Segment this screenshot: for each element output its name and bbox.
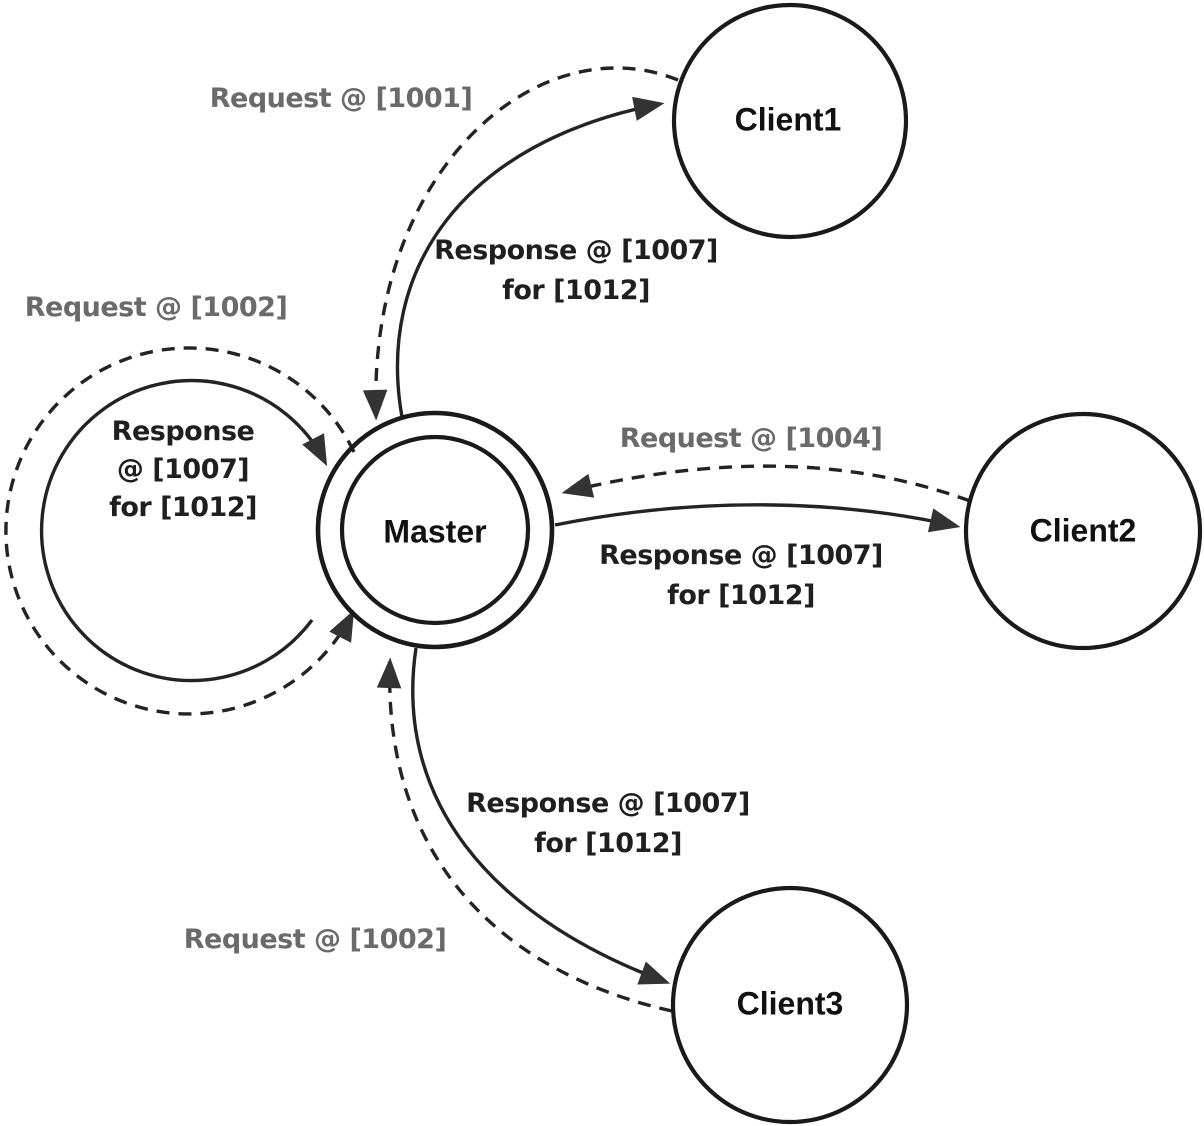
label-line: @ [1007] xyxy=(116,454,250,485)
master-node-label: Master xyxy=(383,513,487,550)
edge-self-response-solid xyxy=(39,378,328,683)
client1-request-label: Request @ [1001] xyxy=(209,83,473,114)
edge-client2-response-solid xyxy=(554,503,961,533)
edge-client1-response-solid xyxy=(395,96,665,418)
master-node-inner-circle xyxy=(339,434,531,626)
edge-self-request-dashed xyxy=(4,346,356,716)
client2-node-circle xyxy=(963,411,1203,651)
client3-node-circle xyxy=(670,885,910,1125)
client1-node-label: Client1 xyxy=(734,101,842,138)
client3-response-label: Response @ [1007] for [1012] xyxy=(466,784,750,864)
edge-client3-response-solid xyxy=(411,647,671,985)
edge-client3-request-dashed xyxy=(376,657,673,1013)
label-line: for [1012] xyxy=(502,275,650,306)
client1-node-circle xyxy=(671,2,909,240)
label-line: Response @ [1007] xyxy=(434,235,718,266)
label-line: Response xyxy=(111,416,255,447)
label-line: for [1012] xyxy=(109,492,257,523)
client2-request-label: Request @ [1004] xyxy=(619,423,883,454)
client2-node-label: Client2 xyxy=(1029,512,1137,549)
client3-node-label: Client3 xyxy=(736,985,844,1022)
label-line: Response @ [1007] xyxy=(466,788,750,819)
self-response-label: Response @ [1007] for [1012] xyxy=(109,413,257,527)
self-request-label: Request @ [1002] xyxy=(24,292,288,323)
client3-request-label: Request @ [1002] xyxy=(183,924,447,955)
edge-client1-request-dashed xyxy=(362,66,679,421)
client2-response-label: Response @ [1007] for [1012] xyxy=(599,536,883,616)
label-line: for [1012] xyxy=(534,828,682,859)
label-line: Response @ [1007] xyxy=(599,540,883,571)
client1-response-label: Response @ [1007] for [1012] xyxy=(434,231,718,311)
edge-client2-request-dashed xyxy=(561,464,971,503)
master-node-outer-circle xyxy=(315,410,555,650)
label-line: for [1012] xyxy=(667,580,815,611)
